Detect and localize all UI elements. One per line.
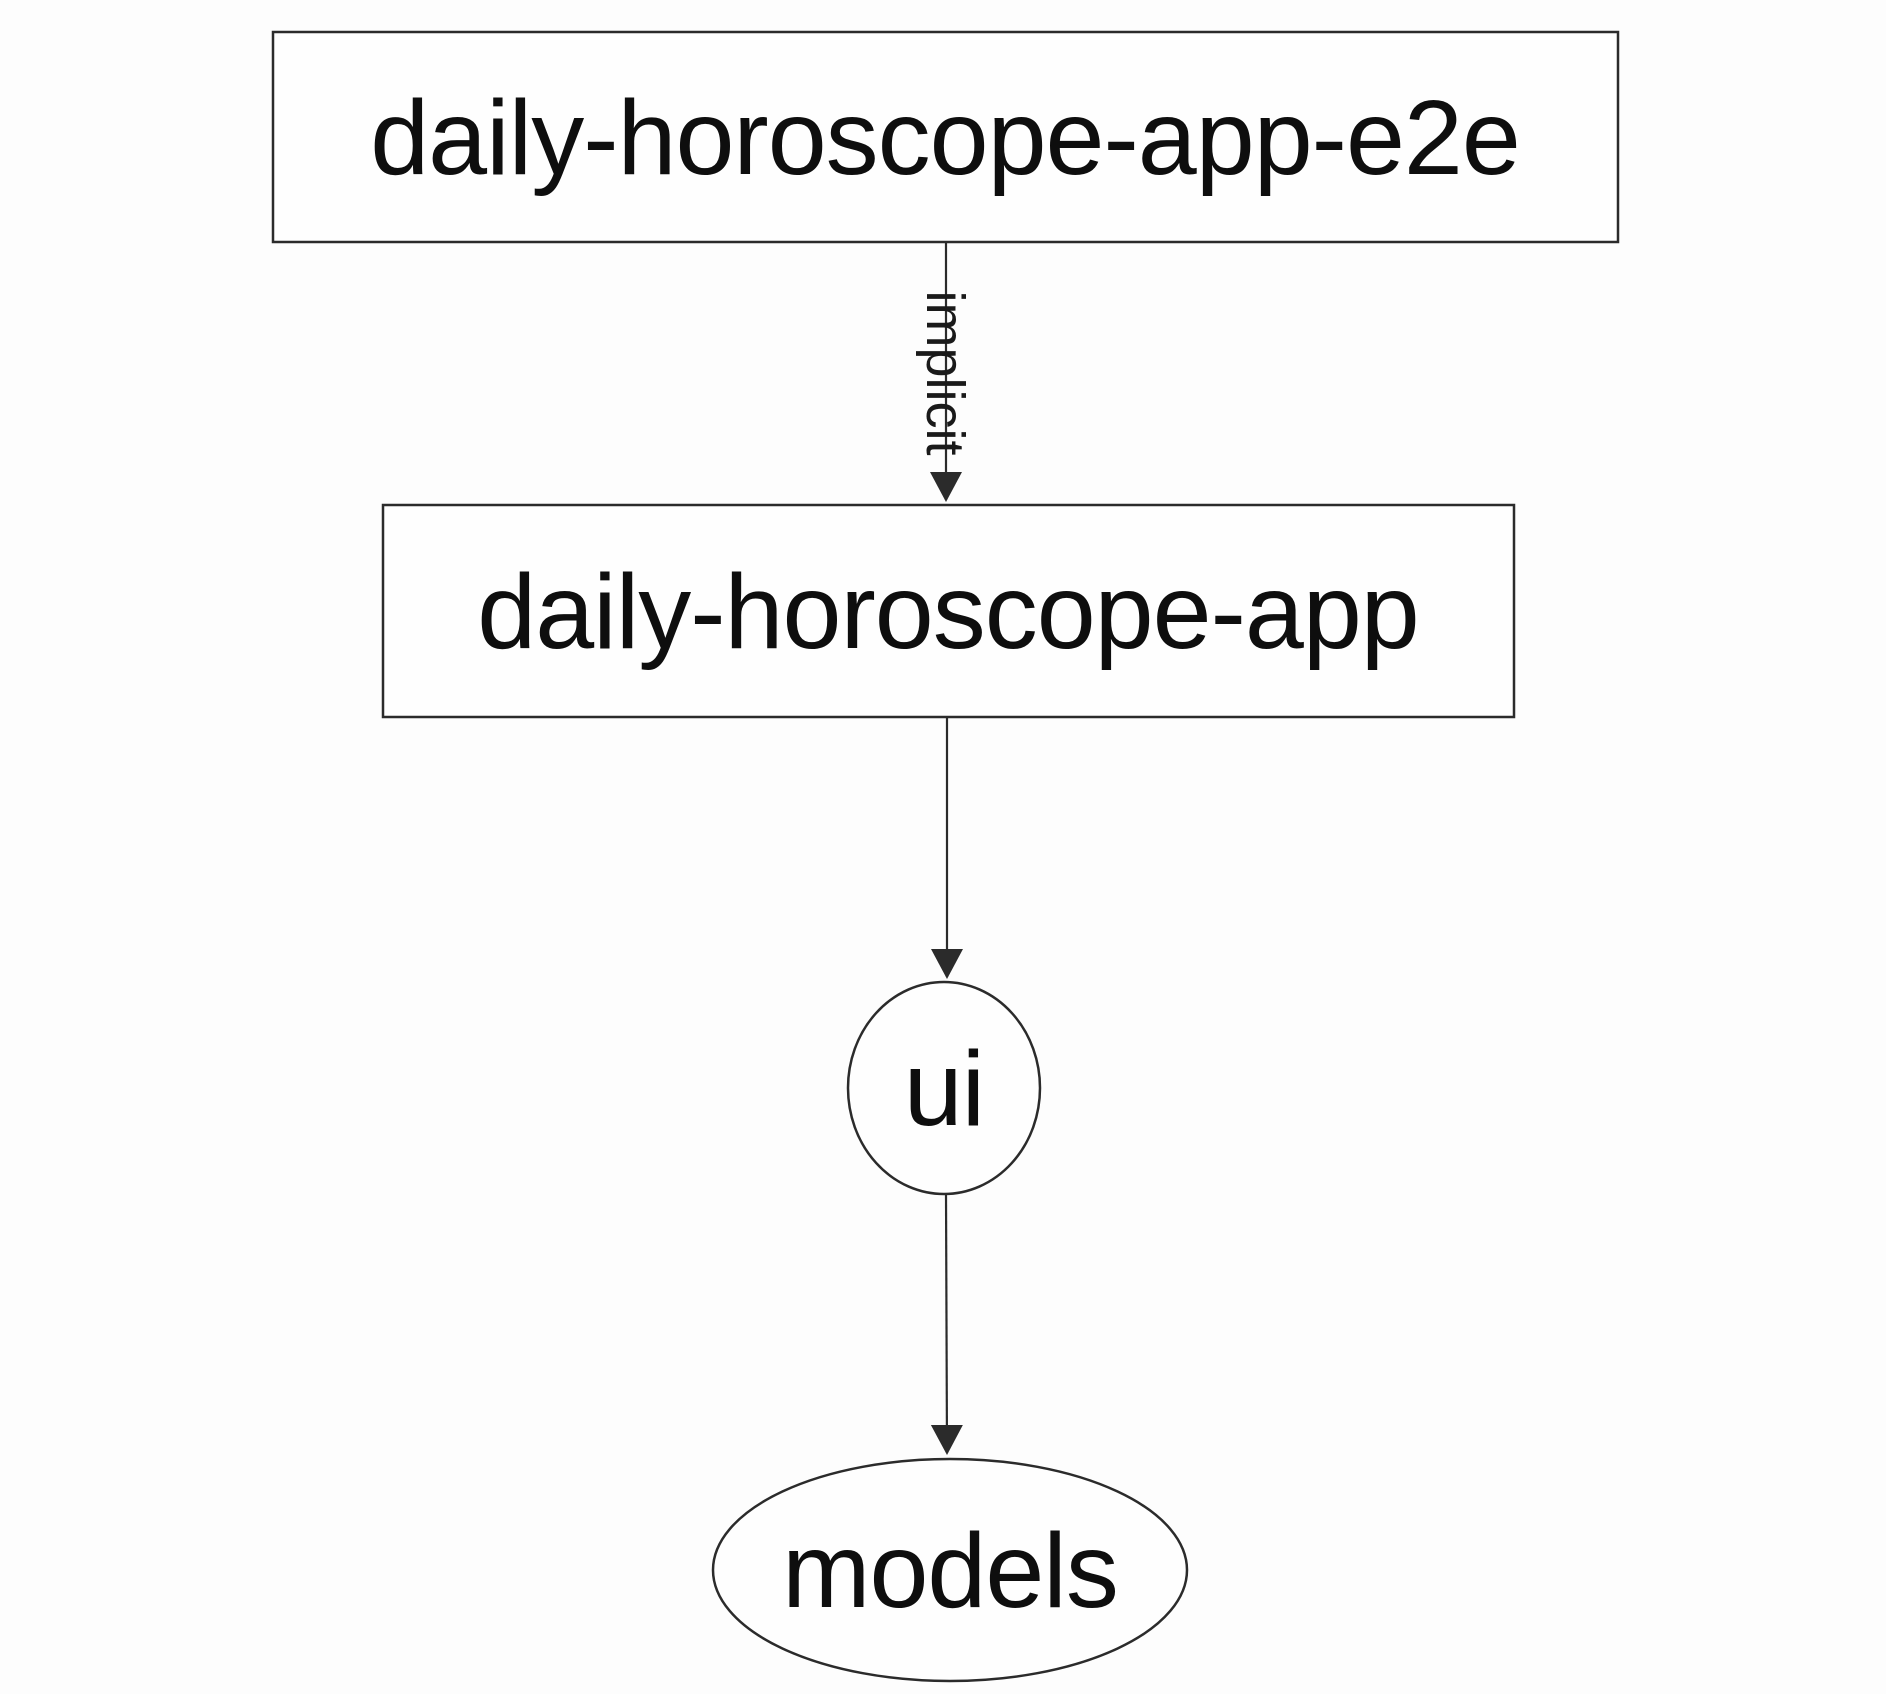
node-models[interactable]: models [711,1457,1189,1683]
node-daily-horoscope-app[interactable]: daily-horoscope-app [381,503,1516,719]
edge-ui-to-models [930,1193,963,1455]
e2e-node-rect [271,30,1620,244]
e2e-node-label: daily-horoscope-app-e2e [370,79,1520,197]
ui-node-ellipse [846,980,1042,1196]
app-node-rect [381,503,1516,719]
models-node-label: models [782,1512,1118,1630]
ui-node-label: ui [904,1030,985,1148]
models-node-ellipse [711,1457,1189,1683]
app-node-label: daily-horoscope-app [477,553,1418,671]
edge-e2e-to-app: implicit [915,243,975,502]
edge-ui-to-models-line [930,1193,963,1455]
node-ui[interactable]: ui [846,980,1042,1196]
edge-label-implicit: implicit [915,290,975,455]
node-daily-horoscope-app-e2e[interactable]: daily-horoscope-app-e2e [271,30,1620,244]
